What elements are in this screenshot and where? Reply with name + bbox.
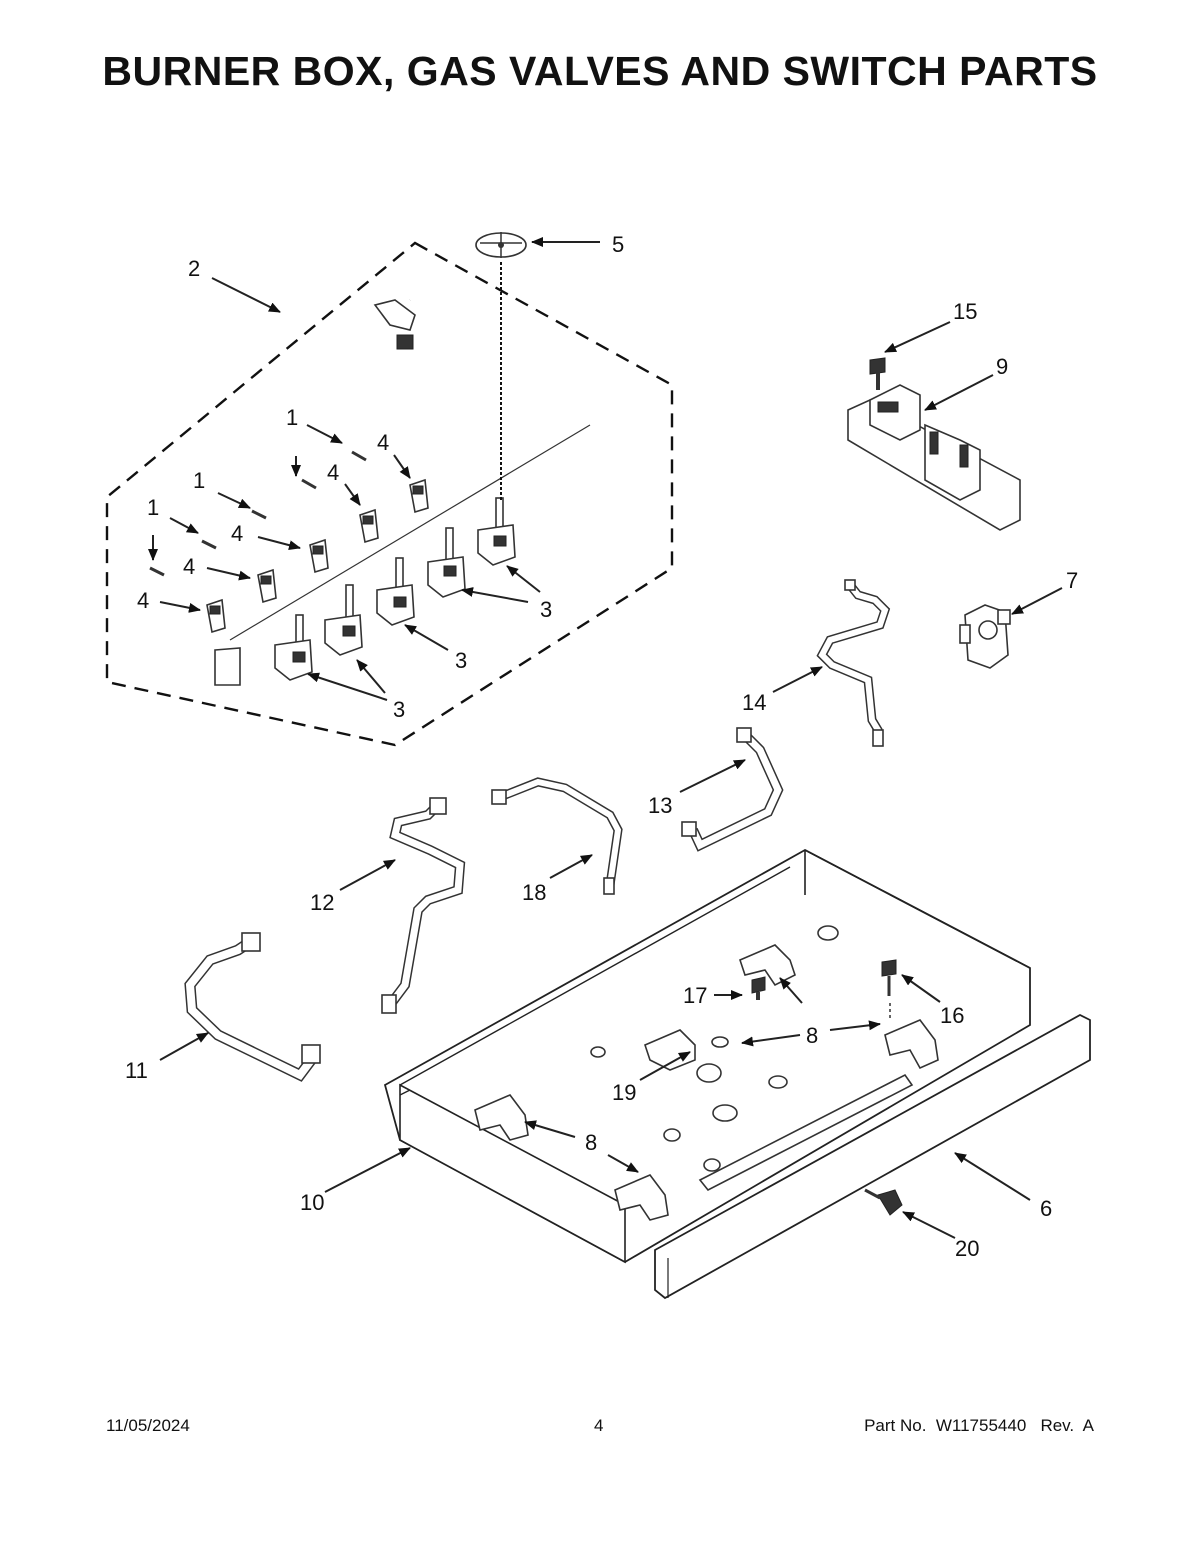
page-title: BURNER BOX, GAS VALVES AND SWITCH PARTS [102,48,1098,94]
callout-label: 10 [300,1190,324,1215]
callout-label: 12 [310,890,334,915]
manifold-assembly-group [105,241,674,747]
assembly-dashed-boundary [105,241,674,747]
callout-label: 13 [648,793,672,818]
callout-label: 20 [955,1236,979,1261]
callout-label: 3 [455,648,467,673]
gas-tube-19 [491,777,623,895]
screws [149,450,367,577]
callout-label: 16 [940,1003,964,1028]
callout-label: 2 [188,256,200,281]
gas-tube-14 [816,579,891,747]
gas-tube-13 [681,727,784,852]
callout-label: 18 [522,880,546,905]
front-trim-panel [654,1013,1091,1300]
callout-label: 4 [377,430,389,455]
spark-switch-assembly [847,357,1021,531]
gas-valve-3 [376,557,415,626]
gas-tube-12 [381,797,466,1014]
callout-label: 5 [612,232,624,257]
callout-label: 8 [806,1023,818,1048]
callout-leaders [148,237,1063,1239]
callout-label: 3 [393,697,405,722]
callout-label: 4 [327,460,339,485]
footer-part-number: Part No. W11755440 Rev. A [864,1416,1094,1435]
callout-label: 4 [231,521,243,546]
callout-label: 19 [612,1080,636,1105]
callout-label: 14 [742,690,766,715]
callout-label: 1 [193,468,205,493]
callout-label: 7 [1066,568,1078,593]
valve-clips [206,478,429,634]
gas-valve-4 [427,527,466,598]
callout-label: 8 [585,1130,597,1155]
gas-valve-5 [477,497,516,566]
callout-label: 1 [147,495,159,520]
burner-orifice-part [475,232,527,258]
callout-label: 17 [683,983,707,1008]
footer-page-number: 4 [594,1416,604,1435]
gas-valve-2 [324,584,363,656]
screw-17 [864,1188,903,1216]
callout-label: 4 [183,554,195,579]
callout-label: 9 [996,354,1008,379]
callout-label: 15 [953,299,977,324]
callout-label: 3 [540,597,552,622]
gas-tube-11 [184,932,321,1082]
pressure-regulator [959,604,1011,669]
burner-box [383,848,1031,1264]
callout-label: 4 [137,588,149,613]
footer-date: 11/05/2024 [106,1416,190,1435]
callout-label: 1 [286,405,298,430]
manifold-tube [214,288,633,686]
callout-labels: 5 2 15 9 7 1 4 4 1 1 4 4 4 3 3 3 14 13 1… [125,232,1078,1261]
gas-valve-1 [274,614,313,681]
callout-label: 6 [1040,1196,1052,1221]
callout-label: 11 [125,1058,148,1083]
